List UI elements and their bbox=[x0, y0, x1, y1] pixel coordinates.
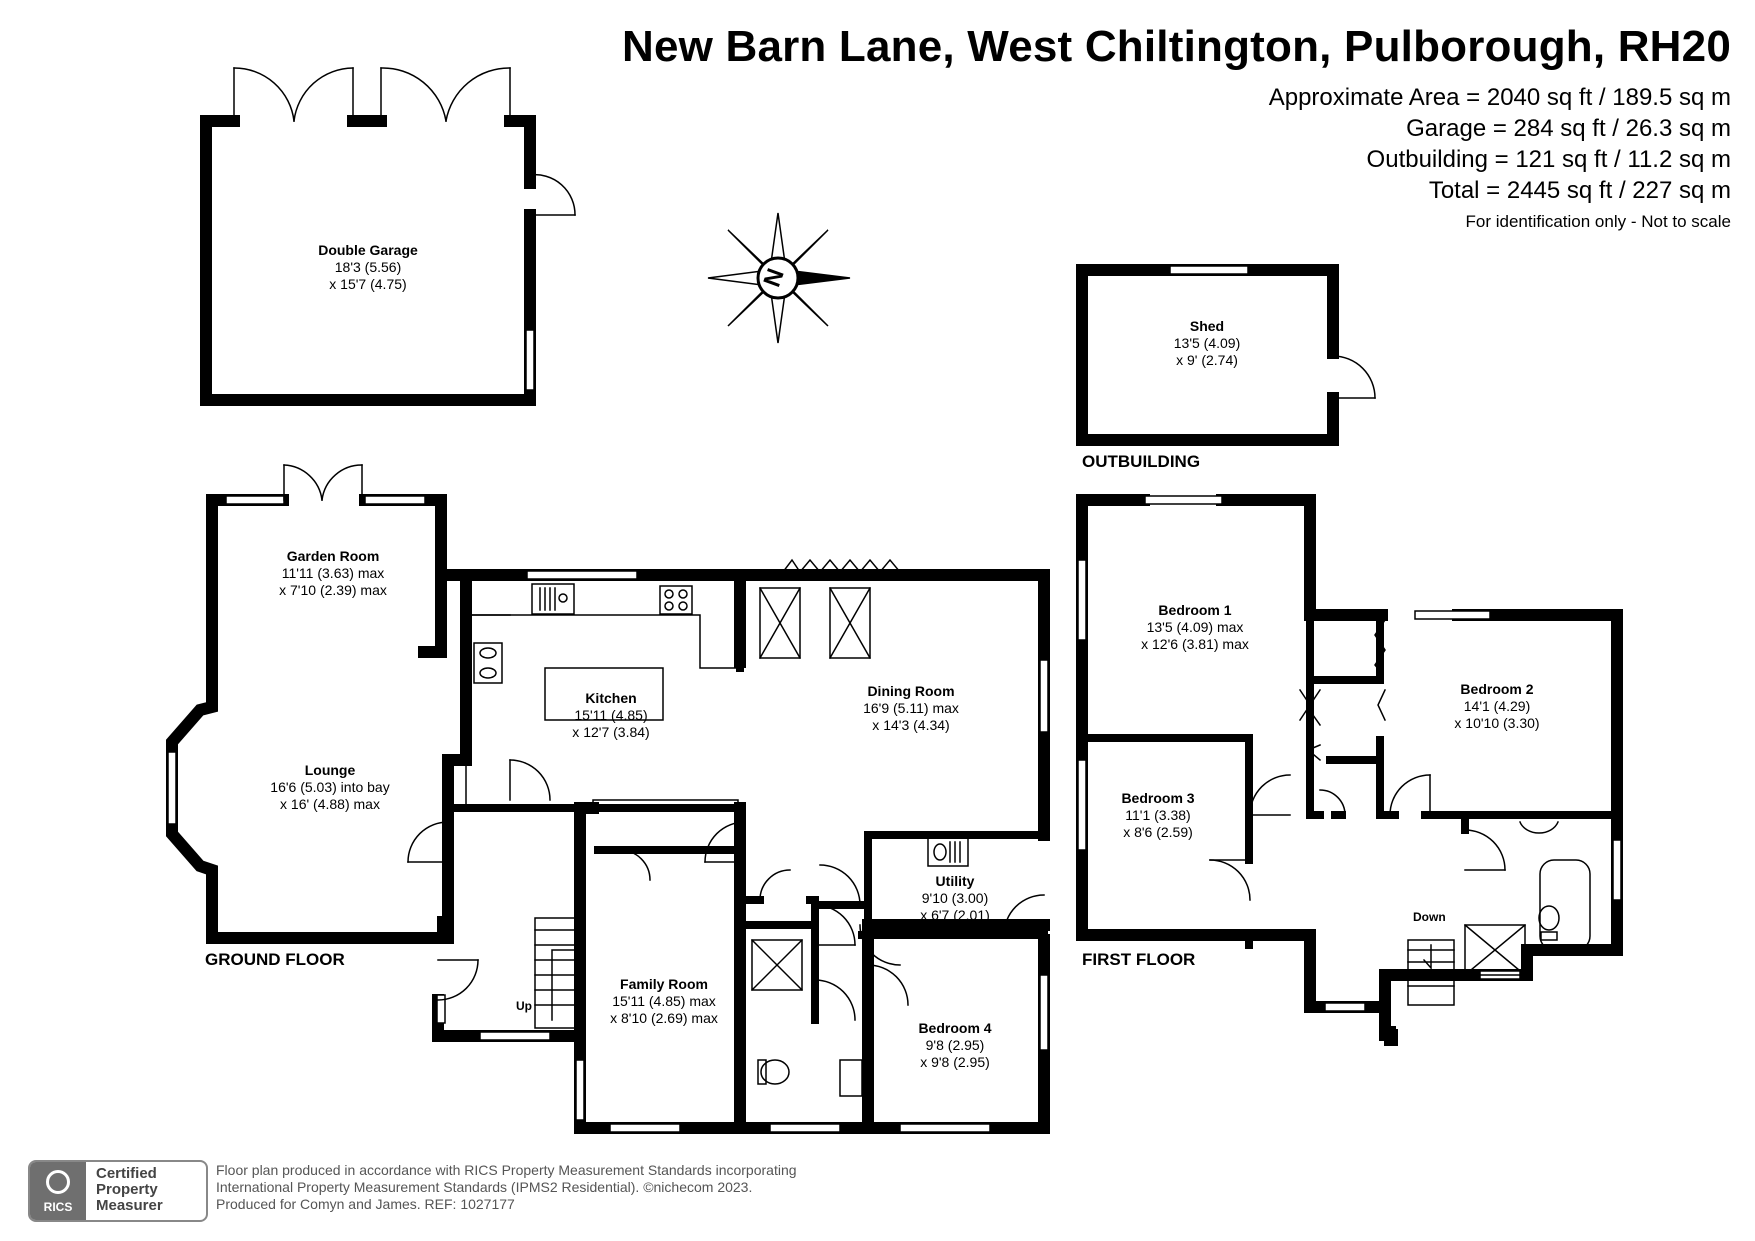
badge-line-2: Property bbox=[96, 1181, 158, 1198]
rics-logo: RICS bbox=[30, 1162, 86, 1220]
garage-doors bbox=[233, 67, 576, 391]
rics-certified-badge: RICS Certified Property Measurer bbox=[28, 1160, 208, 1222]
first-floor-fittings bbox=[1077, 495, 1622, 1012]
first-floor-interior bbox=[1078, 611, 1621, 949]
badge-line-1: Certified bbox=[96, 1165, 157, 1182]
total-area: Total = 2445 sq ft / 227 sq m bbox=[1428, 177, 1731, 204]
approximate-area: Approximate Area = 2040 sq ft / 189.5 sq… bbox=[1268, 84, 1731, 111]
footer-line-2: International Property Measurement Stand… bbox=[216, 1179, 753, 1195]
rics-emblem-icon bbox=[46, 1170, 70, 1194]
compass-rose bbox=[707, 212, 851, 344]
shed-walls bbox=[1076, 264, 1339, 446]
ground-floor-fittings bbox=[167, 464, 1049, 1133]
footer-line-1: Floor plan produced in accordance with R… bbox=[216, 1162, 797, 1178]
page-title: New Barn Lane, West Chiltington, Pulboro… bbox=[621, 22, 1731, 71]
label-first-floor: FIRST FLOOR bbox=[1082, 950, 1196, 969]
stairs-up-label: Up bbox=[516, 999, 532, 1013]
shed-details bbox=[1169, 265, 1376, 399]
garage-area: Garage = 284 sq ft / 26.3 sq m bbox=[1406, 115, 1731, 142]
badge-line-3: Measurer bbox=[96, 1197, 163, 1214]
first-floor-walls bbox=[1076, 494, 1623, 1046]
footer-text: Floor plan produced in accordance with R… bbox=[216, 1162, 797, 1213]
label-ground-floor: GROUND FLOOR bbox=[205, 950, 345, 969]
footer-line-3: Produced for Comyn and James. REF: 10271… bbox=[216, 1196, 515, 1212]
outbuilding-area: Outbuilding = 121 sq ft / 11.2 sq m bbox=[1366, 146, 1731, 173]
label-outbuilding: OUTBUILDING bbox=[1082, 452, 1201, 471]
stairs-down-label: Down bbox=[1413, 910, 1446, 924]
disclaimer: For identification only - Not to scale bbox=[1465, 212, 1731, 231]
